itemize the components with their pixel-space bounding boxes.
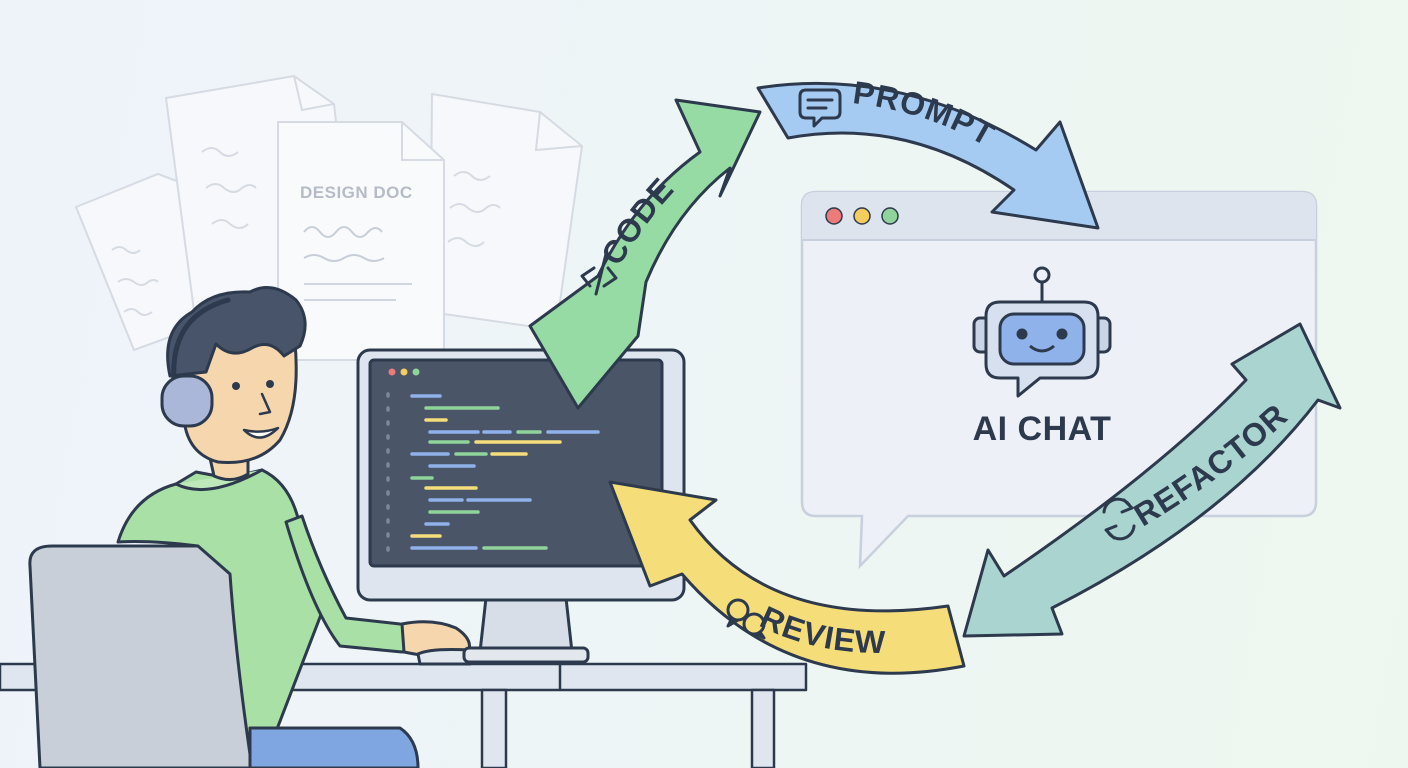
code-editor-lines — [386, 392, 600, 558]
document-label: DESIGN DOC — [300, 183, 413, 202]
document-page-right — [428, 92, 584, 332]
refresh-icon — [1102, 497, 1136, 541]
robot-icon — [972, 266, 1112, 398]
window-close-dot[interactable] — [825, 207, 843, 225]
window-maximize-dot[interactable] — [881, 207, 899, 225]
chat-bubbles-icon — [726, 598, 766, 640]
message-icon — [798, 88, 842, 128]
ai-chat-window: AI CHAT — [800, 190, 1318, 570]
developer-person — [116, 286, 476, 768]
computer-monitor — [356, 348, 686, 664]
background-documents: DESIGN DOC — [74, 74, 584, 361]
code-brackets-icon — [580, 252, 618, 296]
chat-title: AI CHAT — [973, 410, 1112, 448]
window-minimize-dot[interactable] — [853, 207, 871, 225]
office-chair — [28, 544, 264, 768]
headphones-icon — [160, 297, 231, 428]
